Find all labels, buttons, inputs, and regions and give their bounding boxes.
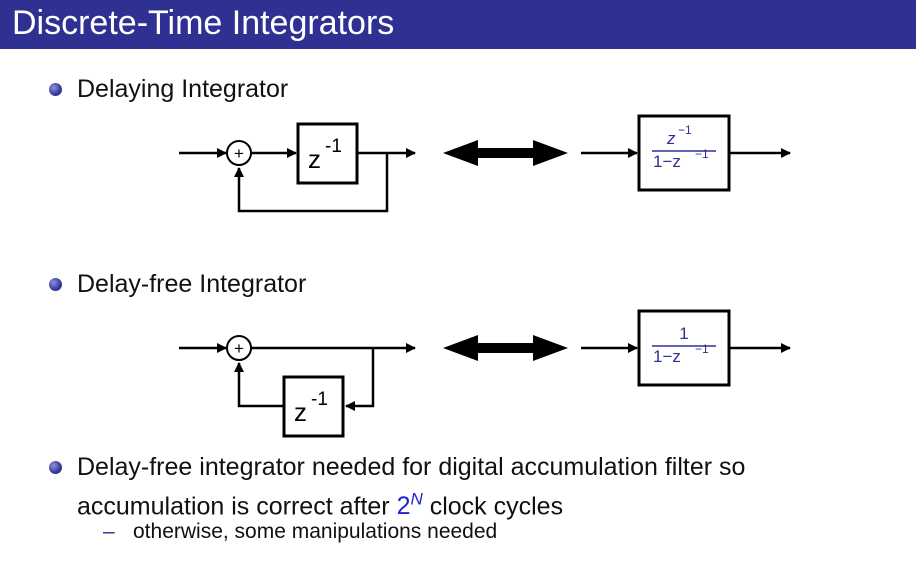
delay-to-sum-path bbox=[234, 362, 284, 408]
delay-free-integrator-diagram: + z -1 1 1−z −1 bbox=[179, 309, 791, 438]
title-bar: Discrete-Time Integrators bbox=[0, 0, 916, 49]
delay-exponent: -1 bbox=[311, 389, 328, 410]
equivalence-arrow bbox=[443, 140, 568, 166]
line2-before: accumulation is correct after bbox=[77, 492, 397, 521]
bullet-delaying-integrator: Delaying Integrator bbox=[77, 75, 289, 103]
tf-numerator: 1 bbox=[679, 324, 688, 343]
sub-bullet-text: otherwise, some manipulations needed bbox=[133, 520, 498, 543]
bullet-delay-free-integrator: Delay-free Integrator bbox=[77, 270, 307, 298]
power-base: 2 bbox=[396, 492, 411, 521]
delay-exponent: -1 bbox=[325, 136, 342, 157]
tf-numerator-exp: −1 bbox=[678, 123, 692, 137]
tf-denominator-base: 1−z bbox=[653, 347, 681, 366]
bullet-accumulation-line2: accumulation is correct after 2N clock c… bbox=[77, 485, 563, 521]
line2-after: clock cycles bbox=[422, 492, 564, 521]
tf-denominator-exp: −1 bbox=[695, 342, 709, 356]
equivalence-arrow bbox=[443, 335, 568, 361]
delay-base: z bbox=[308, 144, 321, 174]
bullet-marker bbox=[49, 461, 62, 474]
delay-base: z bbox=[294, 397, 307, 427]
sum-symbol: + bbox=[234, 144, 244, 163]
feedback-path bbox=[234, 153, 389, 213]
feedback-to-delay bbox=[345, 348, 375, 411]
slide-title: Discrete-Time Integrators bbox=[12, 4, 395, 42]
delay-block bbox=[296, 122, 359, 185]
sub-bullet-dash: – bbox=[103, 520, 115, 543]
sum-symbol: + bbox=[234, 339, 244, 358]
power-exponent: N bbox=[410, 490, 423, 509]
bullet-accumulation-line1: Delay-free integrator needed for digital… bbox=[77, 453, 746, 481]
tf-denominator-exp: −1 bbox=[695, 147, 709, 161]
bullet-marker bbox=[49, 278, 62, 291]
transfer-function-block bbox=[637, 114, 731, 192]
tf-denominator-base: 1−z bbox=[653, 152, 681, 171]
two-power-n: 2N bbox=[396, 490, 423, 521]
tf-numerator-base: z bbox=[666, 129, 676, 148]
delaying-integrator-diagram: + z -1 z −1 1−z −1 bbox=[179, 114, 791, 213]
bullet-marker bbox=[49, 83, 62, 96]
